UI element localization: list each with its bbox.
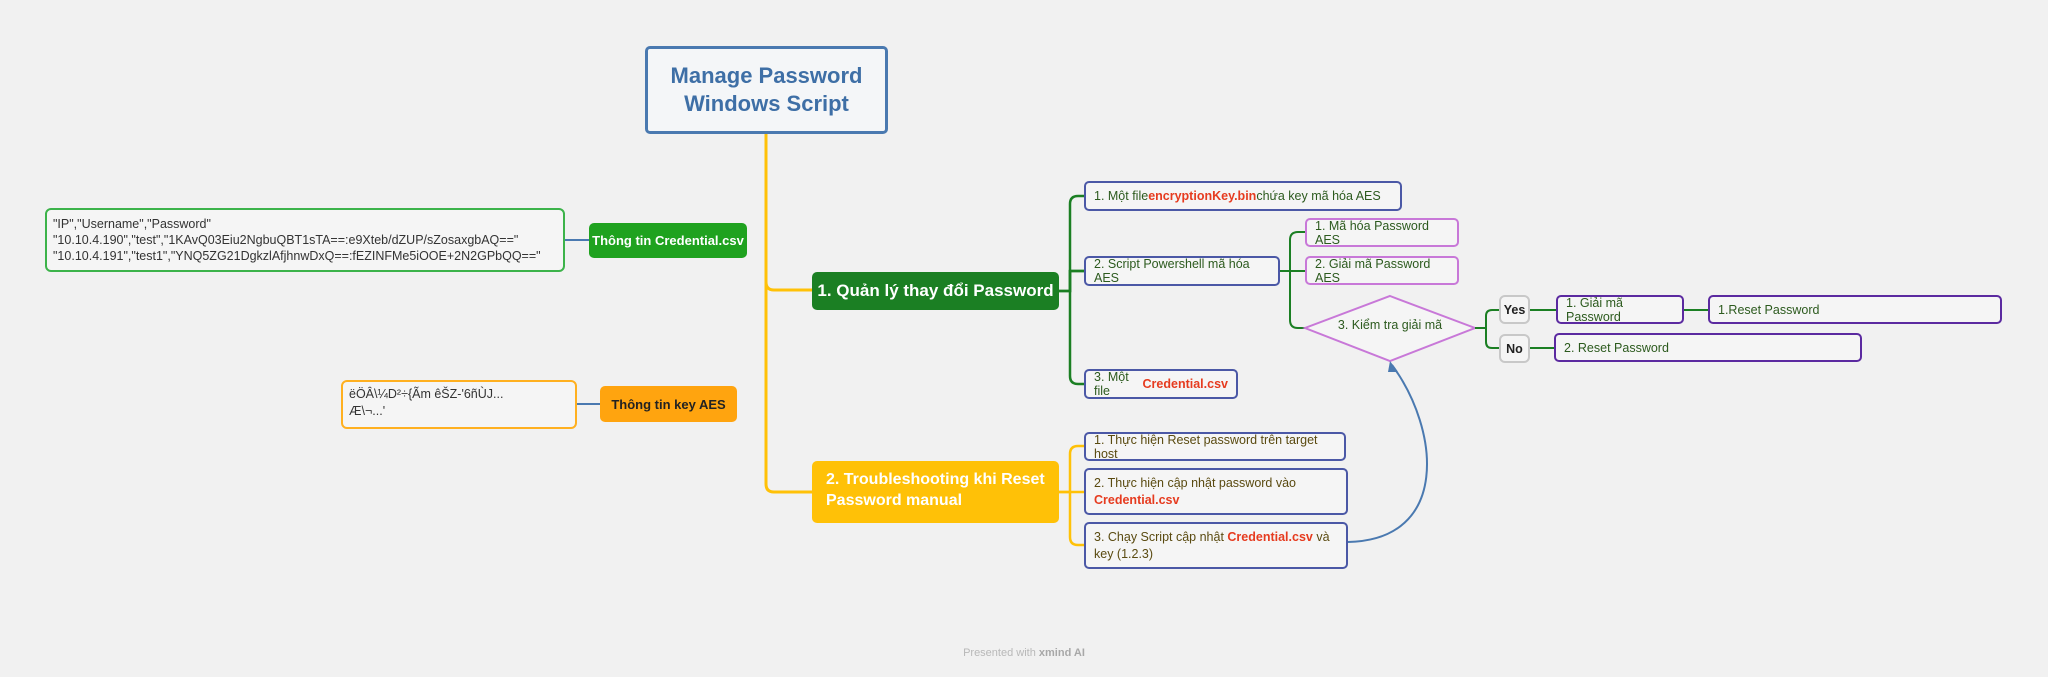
no-label[interactable]: No <box>1499 334 1530 363</box>
run-credential-file: Credential.csv <box>1227 530 1313 544</box>
branch1-topic[interactable]: 1. Quản lý thay đổi Password <box>812 272 1059 310</box>
powershell-script-item[interactable]: 2. Script Powershell mã hóa AES <box>1084 256 1280 286</box>
aes-key-tag[interactable]: Thông tin key AES <box>600 386 737 422</box>
aes-key-content[interactable]: ëÖÂ\¼D²÷{Ãm êŠZ-'6ñÙJ... Æ\¬...' <box>341 380 577 429</box>
yes-label[interactable]: Yes <box>1499 295 1530 324</box>
aes-line: Æ\¬...' <box>349 404 386 418</box>
footer-credit: Presented with xmind AI <box>900 647 1148 659</box>
item-text: và <box>1312 530 1330 544</box>
update-line1: 2. Thực hiện cập nhật password vào <box>1094 476 1297 490</box>
decrypt-password-step[interactable]: 1. Giải mã Password <box>1556 295 1684 324</box>
run-update-script-item[interactable]: 3. Chạy Script cập nhật Credential.csv v… <box>1084 522 1348 569</box>
credential-file-item[interactable]: 3. Một file Credential.csv <box>1084 369 1238 399</box>
credential-file-name: Credential.csv <box>1142 377 1228 391</box>
update-password-item[interactable]: 2. Thực hiện cập nhật password vào Crede… <box>1084 468 1348 515</box>
root-title-line2: Windows Script <box>684 91 849 116</box>
item-text: 3. Chạy Script cập nhật <box>1094 530 1228 544</box>
aes-line: ëÖÂ\¼D²÷{Ãm êŠZ-'6ñÙJ... <box>349 387 504 401</box>
encrypt-password-item[interactable]: 1. Mã hóa Password AES <box>1305 218 1459 247</box>
reset-on-target-item[interactable]: 1. Thực hiện Reset password trên target … <box>1084 432 1346 461</box>
reset-password-result[interactable]: 1.Reset Password <box>1708 295 2002 324</box>
credential-line: "IP","Username","Password" <box>53 217 211 231</box>
branch2-topic[interactable]: 2. Troubleshooting khi Reset Password ma… <box>812 461 1059 523</box>
encryption-key-item[interactable]: 1. Một file encryptionKey.bin chứa key m… <box>1084 181 1402 211</box>
branch2-title-line1: 2. Troubleshooting khi Reset <box>826 471 1045 488</box>
decrypt-password-item[interactable]: 2. Giải mã Password AES <box>1305 256 1459 285</box>
credential-line: "10.10.4.190","test","1KAvQ03Eiu2NgbuQBT… <box>53 233 519 247</box>
item-text: 3. Một file <box>1094 370 1129 398</box>
item-text: 1. Một file <box>1094 189 1149 203</box>
check-decrypt-decision[interactable]: 3. Kiểm tra giải mã <box>1337 318 1443 332</box>
footer-text: Presented with <box>963 647 1039 659</box>
credential-line: "10.10.4.191","test1","YNQ5ZG21DgkzlAfjh… <box>53 249 541 263</box>
credential-content[interactable]: "IP","Username","Password" "10.10.4.190"… <box>45 208 565 272</box>
branch2-title-line2: Password manual <box>826 492 963 509</box>
item-text: chứa key mã hóa AES <box>1256 189 1381 203</box>
encryption-key-file: encryptionKey.bin <box>1148 189 1257 203</box>
footer-brand: xmind AI <box>1038 647 1085 659</box>
credential-tag[interactable]: Thông tin Credential.csv <box>589 223 747 258</box>
update-credential-file: Credential.csv <box>1094 493 1180 507</box>
run-line2: key (1.2.3) <box>1094 547 1154 561</box>
root-title-line1: Manage Password <box>670 63 863 88</box>
reset-password-step[interactable]: 2. Reset Password <box>1554 333 1862 362</box>
